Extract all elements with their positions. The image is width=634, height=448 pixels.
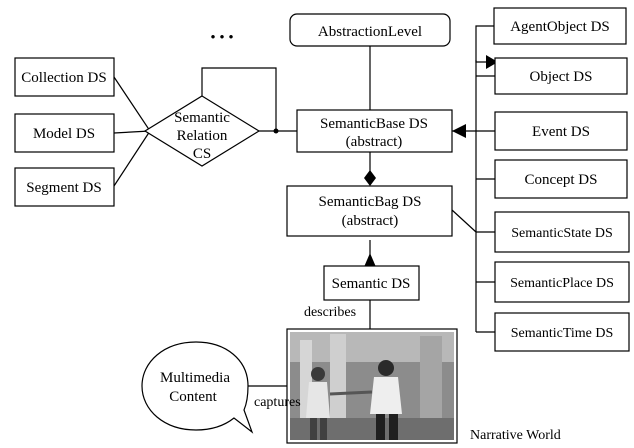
multimedia-label-2: Content <box>169 389 217 405</box>
junction-dot <box>273 128 279 134</box>
bag-to-state-connector <box>451 209 477 233</box>
segment-node: Segment DS <box>14 167 115 207</box>
model-node: Model DS <box>14 113 115 153</box>
model-connector <box>113 130 151 134</box>
concept-box <box>494 159 628 199</box>
photo-column-right <box>420 336 442 440</box>
collection-node: Collection DS <box>14 57 115 97</box>
semantic-relation-label-2: Relation <box>177 128 228 144</box>
semantic-bag-label: SemanticBag DS <box>319 194 422 210</box>
semantic-node: Semantic DS <box>323 265 420 301</box>
agent-object-label: AgentObject DS <box>510 19 610 35</box>
semantic-bag-abstract-label: (abstract) <box>342 213 399 229</box>
person-right-head <box>378 360 394 376</box>
agent-object-connector <box>475 25 494 63</box>
object-node: Object DS <box>494 57 628 95</box>
semantic-base-box <box>296 109 453 153</box>
semantic-relation-diamond <box>143 95 261 167</box>
multimedia-label-1: Multimedia <box>160 370 230 386</box>
captures-label: captures <box>254 395 301 410</box>
model-label: Model DS <box>33 126 95 142</box>
object-arrowhead <box>486 55 498 69</box>
semantic-place-node: SemanticPlace DS <box>494 261 630 303</box>
segment-box <box>14 167 115 207</box>
handshake <box>329 390 373 396</box>
semantic-relation-node: Semantic Relation CS <box>143 95 261 167</box>
semantic-relation-label-3: CS <box>193 146 211 162</box>
abstraction-level-label: AbstractionLevel <box>318 24 422 40</box>
event-node: Event DS <box>494 111 628 151</box>
object-box <box>494 57 628 95</box>
collection-connector <box>113 76 151 132</box>
relation-loop <box>201 67 277 131</box>
agent-object-box <box>493 7 627 45</box>
abstraction-level-node: AbstractionLevel <box>289 13 451 47</box>
semantic-base-node: SemanticBase DS (abstract) <box>296 109 453 153</box>
collection-label: Collection DS <box>21 70 106 86</box>
multimedia-content-node: Multimedia Content <box>141 341 254 434</box>
inheritance-arrowhead <box>364 253 376 267</box>
semantic-box <box>323 265 420 301</box>
narrative-world-label: Narrative World <box>470 428 561 443</box>
semantic-state-label: SemanticState DS <box>511 226 613 241</box>
semantic-place-box <box>494 261 630 303</box>
semantic-state-box <box>494 211 630 253</box>
event-label: Event DS <box>532 124 590 140</box>
semantic-bag-box <box>286 185 453 237</box>
person-right-leg <box>376 414 385 440</box>
agent-object-node: AgentObject DS <box>493 7 627 45</box>
concept-node: Concept DS <box>494 159 628 199</box>
model-box <box>14 113 115 153</box>
person-right-body <box>370 377 402 414</box>
person-left-leg-2 <box>320 418 327 440</box>
semantic-bag-node: SemanticBag DS (abstract) <box>286 185 453 237</box>
collection-box <box>14 57 115 97</box>
semantic-place-label: SemanticPlace DS <box>510 276 614 291</box>
semantic-relation-label-1: Semantic <box>174 110 230 126</box>
concept-label: Concept DS <box>525 172 598 188</box>
ellipsis-marker: • • • <box>210 30 233 46</box>
person-left-head <box>311 367 325 381</box>
person-right-leg-2 <box>389 414 398 440</box>
connectors <box>113 25 495 387</box>
person-left-leg <box>310 418 317 440</box>
semantic-state-node: SemanticState DS <box>494 211 630 253</box>
person-left-body <box>306 382 330 418</box>
object-label: Object DS <box>530 69 593 85</box>
narrative-world-photo <box>286 328 458 444</box>
abstraction-level-box <box>289 13 451 47</box>
semantic-time-node: SemanticTime DS <box>494 312 630 352</box>
semantic-time-label: SemanticTime DS <box>511 326 614 341</box>
multimedia-bubble <box>141 341 254 434</box>
event-box <box>494 111 628 151</box>
hierarchy-arrowhead <box>452 124 466 138</box>
photo-ground <box>290 418 454 440</box>
semantic-base-label: SemanticBase DS <box>320 116 428 132</box>
describes-label: describes <box>304 305 356 320</box>
semantic-time-box <box>494 312 630 352</box>
segment-label: Segment DS <box>26 180 101 196</box>
aggregation-diamond <box>364 170 376 186</box>
semantic-label: Semantic DS <box>332 276 411 292</box>
semantic-base-abstract-label: (abstract) <box>346 134 403 150</box>
segment-connector <box>113 130 151 187</box>
photo-column-middle <box>330 334 346 440</box>
